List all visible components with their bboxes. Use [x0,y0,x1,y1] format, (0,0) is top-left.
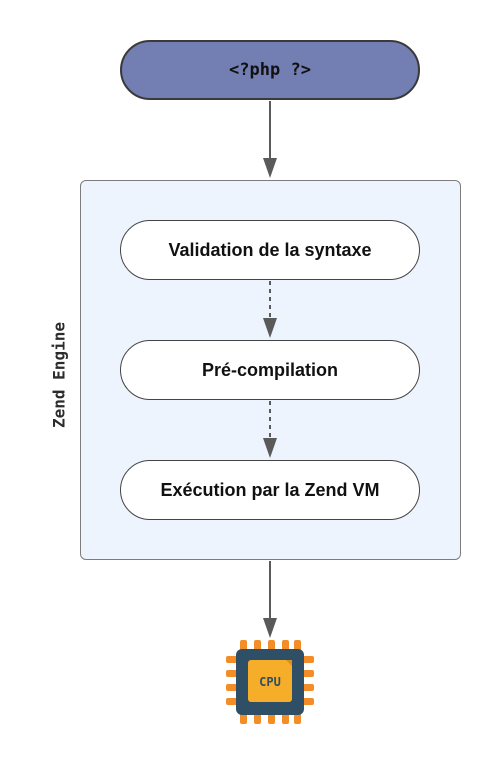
arrow-start-to-engine [263,101,277,178]
step-syntax-validation: Validation de la syntaxe [120,220,420,280]
php-start-node: <?php ?> [120,40,420,100]
step-zend-vm-execution: Exécution par la Zend VM [120,460,420,520]
arrow-engine-to-cpu [263,561,277,638]
cpu-chip-icon: CPU [226,640,314,724]
step-precompilation: Pré-compilation [120,340,420,400]
arrow-step2-to-step3 [263,401,277,458]
arrow-step1-to-step2 [263,281,277,338]
chip-core [248,660,292,702]
cpu-label: CPU [259,675,281,689]
